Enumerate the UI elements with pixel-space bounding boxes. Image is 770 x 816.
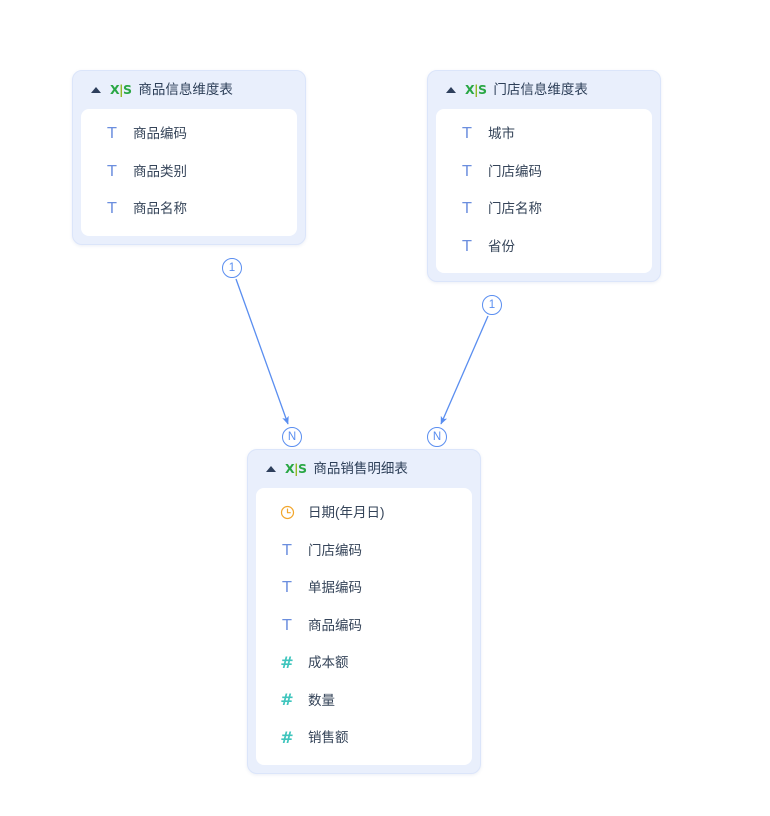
text-type-icon: T bbox=[107, 199, 117, 218]
table-node-title: 商品销售明细表 bbox=[313, 461, 408, 477]
field-label: 门店名称 bbox=[488, 201, 542, 216]
table-node-store-dim[interactable]: X|S 门店信息维度表 T 城市 T 门店编码 T 门店名称 T 省份 bbox=[427, 70, 661, 282]
triangle-up-icon[interactable] bbox=[446, 87, 456, 93]
field-row[interactable]: T 门店名称 bbox=[436, 190, 652, 228]
field-label: 省份 bbox=[488, 238, 515, 254]
text-type-icon: T bbox=[282, 540, 292, 559]
field-label: 数量 bbox=[308, 692, 335, 708]
field-row[interactable]: T 商品编码 bbox=[256, 607, 472, 645]
text-type-icon: T bbox=[462, 124, 472, 143]
text-type-icon: T bbox=[282, 578, 292, 597]
field-row[interactable]: T 门店编码 bbox=[436, 153, 652, 191]
number-type-icon: # bbox=[280, 690, 294, 710]
cardinality-badge-one-product[interactable]: 1 bbox=[222, 258, 242, 278]
cardinality-badge-one-store[interactable]: 1 bbox=[482, 295, 502, 315]
field-label: 日期(年月日) bbox=[308, 505, 385, 520]
text-type-icon: T bbox=[462, 236, 472, 255]
text-type-icon: T bbox=[462, 161, 472, 180]
table-node-header[interactable]: X|S 门店信息维度表 bbox=[436, 71, 652, 109]
cardinality-badge-many-product[interactable]: N bbox=[282, 427, 302, 447]
table-node-sales-fact[interactable]: X|S 商品销售明细表 日期(年月日) T 门店编码 T 单据编码 bbox=[247, 449, 481, 774]
field-row[interactable]: T 省份 bbox=[436, 228, 652, 266]
field-label: 城市 bbox=[488, 126, 515, 141]
field-label: 单据编码 bbox=[308, 580, 362, 595]
field-label: 商品编码 bbox=[133, 126, 187, 141]
field-list: T 城市 T 门店编码 T 门店名称 T 省份 bbox=[436, 109, 652, 273]
field-label: 商品编码 bbox=[308, 617, 362, 633]
table-node-title: 商品信息维度表 bbox=[138, 82, 233, 98]
field-row[interactable]: # 销售额 bbox=[256, 719, 472, 757]
triangle-up-icon[interactable] bbox=[266, 466, 276, 472]
field-list: T 商品编码 T 商品类别 T 商品名称 bbox=[81, 109, 297, 236]
field-row[interactable]: T 商品名称 bbox=[81, 190, 297, 228]
field-label: 销售额 bbox=[308, 730, 349, 745]
clock-icon bbox=[278, 505, 296, 520]
text-type-icon: T bbox=[107, 124, 117, 143]
field-label: 门店编码 bbox=[308, 542, 362, 558]
field-row[interactable]: T 商品编码 bbox=[81, 115, 297, 153]
field-row[interactable]: T 城市 bbox=[436, 115, 652, 153]
field-row[interactable]: T 商品类别 bbox=[81, 153, 297, 191]
table-node-header[interactable]: X|S 商品销售明细表 bbox=[256, 450, 472, 488]
number-type-icon: # bbox=[280, 727, 294, 747]
field-label: 商品类别 bbox=[133, 163, 187, 179]
field-row[interactable]: 日期(年月日) bbox=[256, 494, 472, 532]
field-label: 成本额 bbox=[308, 655, 349, 670]
field-row[interactable]: T 单据编码 bbox=[256, 569, 472, 607]
field-row[interactable]: # 成本额 bbox=[256, 644, 472, 682]
number-type-icon: # bbox=[280, 652, 294, 672]
xls-file-icon: X|S bbox=[285, 460, 307, 476]
field-row[interactable]: T 门店编码 bbox=[256, 532, 472, 570]
xls-file-icon: X|S bbox=[110, 81, 132, 97]
text-type-icon: T bbox=[107, 161, 117, 180]
relation-line-store-to-sales bbox=[440, 315, 489, 425]
table-node-header[interactable]: X|S 商品信息维度表 bbox=[81, 71, 297, 109]
field-label: 商品名称 bbox=[133, 201, 187, 216]
table-node-product-dim[interactable]: X|S 商品信息维度表 T 商品编码 T 商品类别 T 商品名称 bbox=[72, 70, 306, 245]
field-list: 日期(年月日) T 门店编码 T 单据编码 T 商品编码 # 成本额 # 数量 bbox=[256, 488, 472, 765]
field-row[interactable]: # 数量 bbox=[256, 682, 472, 720]
triangle-up-icon[interactable] bbox=[91, 87, 101, 93]
field-label: 门店编码 bbox=[488, 163, 542, 179]
text-type-icon: T bbox=[462, 199, 472, 218]
cardinality-badge-many-store[interactable]: N bbox=[427, 427, 447, 447]
table-node-title: 门店信息维度表 bbox=[493, 82, 588, 98]
xls-file-icon: X|S bbox=[465, 81, 487, 97]
text-type-icon: T bbox=[282, 615, 292, 634]
relation-line-product-to-sales bbox=[235, 278, 289, 425]
